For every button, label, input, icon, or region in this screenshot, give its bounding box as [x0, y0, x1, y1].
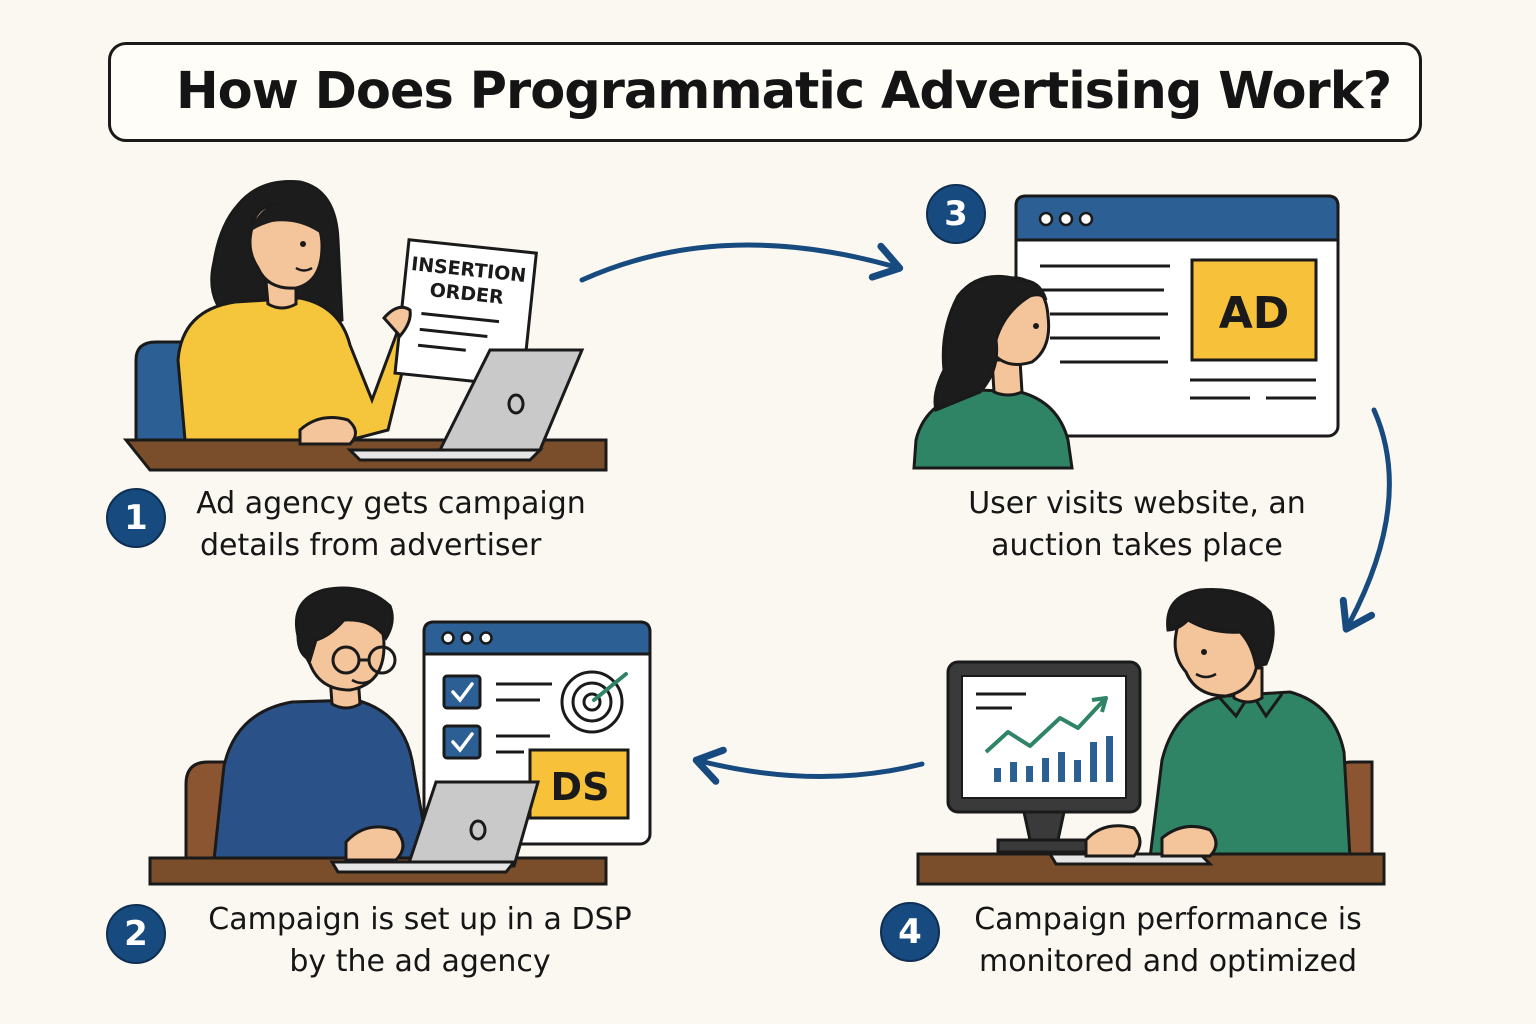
step-1-caption-line-1: Ad agency gets campaign — [196, 486, 586, 521]
step-4-badge: 4 — [880, 902, 940, 962]
step-2-caption-line-2: by the ad agency — [289, 944, 551, 979]
step-1-badge: 1 — [106, 488, 166, 548]
step-2-caption: Campaign is set up in a DSP by the ad ag… — [190, 899, 650, 983]
step-2-caption-line-1: Campaign is set up in a DSP — [208, 902, 632, 937]
step-2-badge: 2 — [106, 904, 166, 964]
step-3-caption-line-2: auction takes place — [991, 528, 1283, 563]
arrow-step3-to-step4 — [1339, 407, 1392, 633]
scene-monitoring — [916, 587, 1386, 886]
step-1-caption: Ad agency gets campaign details from adv… — [176, 483, 606, 567]
step-4-caption-line-2: monitored and optimized — [978, 944, 1358, 979]
step-3-caption: User visits website, an auction takes pl… — [930, 483, 1344, 567]
scene-dsp-setup: DS — [148, 586, 652, 886]
step-4-caption: Campaign performance is monitored and op… — [962, 899, 1374, 983]
step-1-caption-line-2: details from advertiser — [200, 528, 542, 563]
scene-user-website: AD — [912, 194, 1340, 470]
step-3-caption-line-1: User visits website, an — [968, 486, 1306, 521]
ad-banner-label: AD — [1219, 288, 1290, 339]
arrow-step4-to-step2 — [692, 746, 925, 785]
arrow-step1-to-step3 — [579, 242, 904, 283]
scene-agency-woman: INSERTION ORDER — [122, 179, 608, 472]
title-box — [108, 42, 1422, 142]
step-4-caption-line-1: Campaign performance is — [974, 902, 1362, 937]
step-3-badge: 3 — [926, 184, 986, 244]
dsp-badge-label: DS — [551, 765, 610, 809]
page-title: How Does Programmatic Advertising Work? — [176, 62, 1392, 121]
